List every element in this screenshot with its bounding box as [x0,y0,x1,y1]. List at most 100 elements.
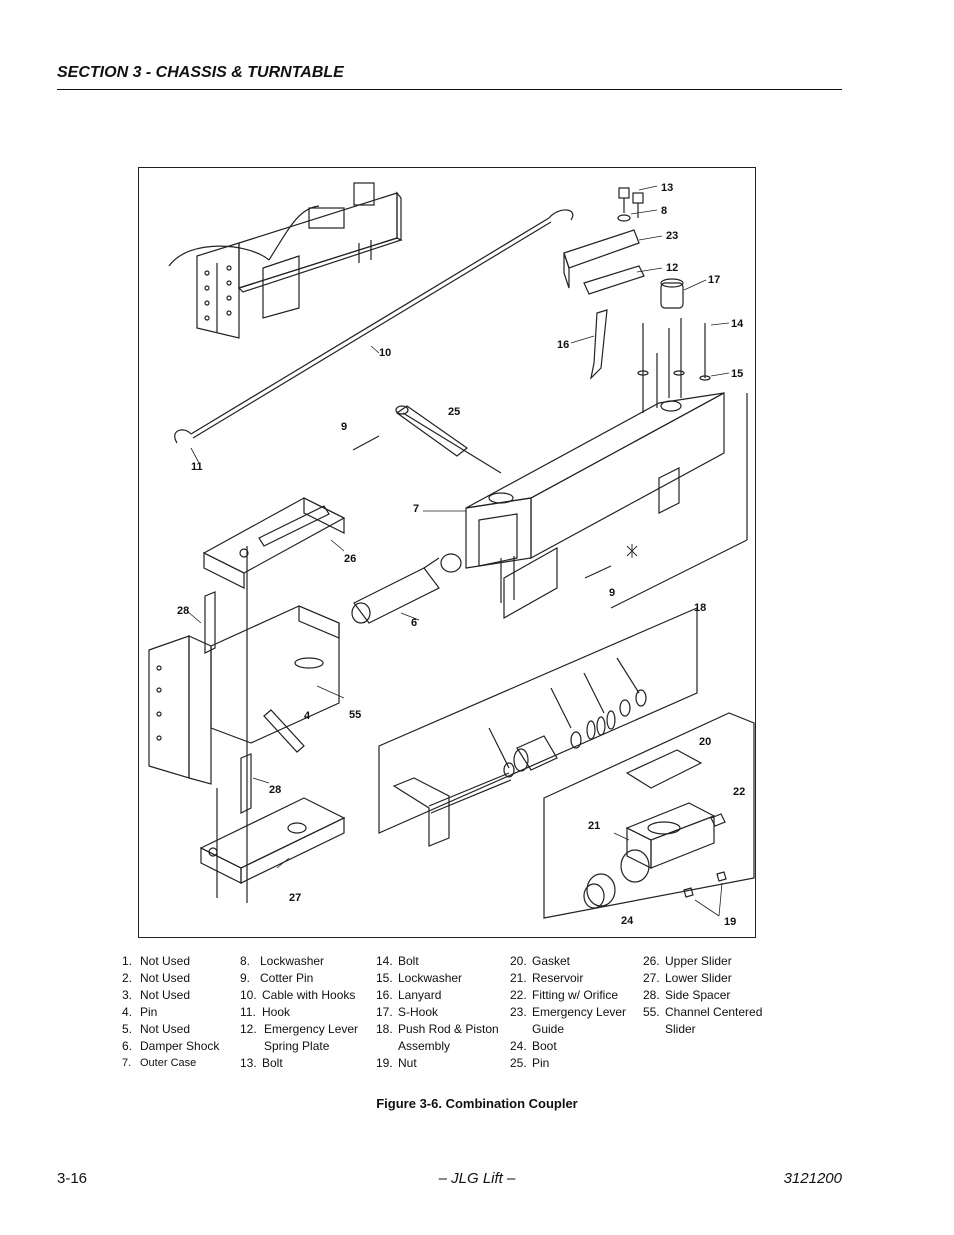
legend-number: 23. [510,1005,527,1019]
side-spacer-drawing [204,591,252,814]
header-rule [57,89,842,90]
legend-number: 25. [510,1056,527,1070]
legend-text: Not Used [140,1022,191,1036]
legend-text: Upper Slider [665,954,732,968]
legend-number: 15. [376,971,393,985]
legend-number: 16. [376,988,393,1002]
legend-number: 5. [122,1022,133,1036]
footer-brand: – JLG Lift – [438,1170,516,1187]
callout-9-lower: 9 [609,587,615,599]
callout-19: 19 [724,916,736,928]
legend-text: Lanyard [398,988,442,1002]
legend-text: Channel Centered Slider [665,1005,763,1036]
document-number: 3121200 [783,1170,842,1187]
legend-text: Side Spacer [665,988,731,1002]
legend-number: 18. [376,1022,393,1036]
callout-23: 23 [666,230,678,242]
callout-13: 13 [661,182,673,194]
legend-number: 17. [376,1005,393,1019]
legend-text: Cable with Hooks [262,988,356,1002]
callout-24: 24 [621,915,634,927]
legend-number: 20. [510,954,527,968]
callout-15: 15 [731,368,743,380]
page-number: 3-16 [57,1170,88,1187]
legend-number: 13. [240,1056,257,1070]
tow-bar-assembly-drawing [168,182,403,339]
legend-text: Boot [532,1039,557,1053]
callout-14: 14 [731,318,744,330]
legend-text: Push Rod & Piston Assembly [398,1022,499,1053]
legend-text: Cotter Pin [260,971,314,985]
legend-number: 14. [376,954,393,968]
callout-10: 10 [379,347,391,359]
callout-18: 18 [694,602,706,614]
legend-text: Hook [262,1005,291,1019]
legend-text: Outer Case [140,1057,197,1069]
legend-text: Not Used [140,954,191,968]
section-title: SECTION 3 - CHASSIS & TURNTABLE [57,64,344,81]
callout-8: 8 [661,205,667,217]
legend-column-3: 14. Bolt 15. Lockwasher 16. Lanyard 17. S-Ho… [376,953,499,1072]
lower-slider-drawing [199,797,346,884]
legend-text: Reservoir [532,971,584,985]
callout-20: 20 [699,736,711,748]
callout-21: 21 [588,820,600,832]
callout-17: 17 [708,274,720,286]
legend-number: 10. [240,988,257,1002]
damper-shock-drawing [351,553,462,624]
callout-7: 7 [413,503,419,515]
legend-number: 55. [643,1005,660,1019]
legend-text: Gasket [532,954,571,968]
legend-text: Bolt [262,1056,283,1070]
legend-text: S-Hook [398,1005,439,1019]
legend-number: 2. [122,971,133,985]
legend-column-2: 8.Lockwasher 9.Cotter Pin 10.Cable with … [240,953,358,1072]
legend-number: 27. [643,971,660,985]
legend-number: 12. [240,1022,257,1036]
push-rod-assembly-drawing [378,607,698,847]
callout-25: 25 [448,406,460,418]
legend-text: Emergency Lever Spring Plate [264,1022,359,1053]
callout-55: 55 [349,709,361,721]
parts-legend: 1.Not Used 2.Not Used 3.Not Used 4.Pin 5… [0,953,954,1073]
legend-number: 4. [122,1005,133,1019]
legend-column-1: 1.Not Used 2.Not Used 3.Not Used 4.Pin 5… [122,953,219,1072]
callout-labels: 13 8 23 12 17 14 15 16 10 25 9 11 7 26 2… [177,182,745,928]
legend-text: Lower Slider [665,971,732,985]
legend-column-5: 26. Upper Slider 27. Lower Slider 28. Side … [643,953,762,1038]
coupler-illustration: 13 8 23 12 17 14 15 16 10 25 9 11 7 26 2… [148,182,755,928]
legend-number: 24. [510,1039,527,1053]
legend-number: 19. [376,1056,393,1070]
legend-text: Lockwasher [398,971,463,985]
callout-6: 6 [411,617,417,629]
legend-number: 6. [122,1039,133,1053]
channel-slider-drawing [148,546,340,903]
legend-text: Bolt [398,954,419,968]
legend-number: 3. [122,988,133,1002]
legend-number: 28. [643,988,660,1002]
legend-number: 21. [510,971,527,985]
legend-text: Lockwasher [260,954,325,968]
legend-column-4: 20. Gasket 21. Reservoir 22. Fitting w/ Ori… [510,953,626,1072]
figure-caption: Figure 3-6. Combination Coupler [376,1096,578,1111]
callout-leaders [186,185,730,917]
asterisk-mark [626,544,638,558]
callout-9-upper: 9 [341,421,347,433]
cable-with-hooks-drawing [174,209,574,444]
legend-number: 22. [510,988,527,1002]
legend-text: Fitting w/ Orifice [532,988,619,1002]
legend-text: Emergency Lever Guide [532,1005,627,1036]
pin-and-cotter-drawing [352,405,612,579]
callout-12: 12 [666,262,678,274]
legend-number: 26. [643,954,660,968]
legend-number: 9. [240,971,251,985]
legend-text: Pin [532,1056,550,1070]
legend-text: Not Used [140,971,191,985]
callout-4: 4 [304,710,311,722]
callout-11: 11 [191,461,203,473]
pin-4-drawing [263,709,305,753]
callout-28-lower: 28 [269,784,281,796]
legend-text: Nut [398,1056,417,1070]
upper-slider-drawing [202,497,346,589]
legend-number: 7. [122,1057,132,1069]
